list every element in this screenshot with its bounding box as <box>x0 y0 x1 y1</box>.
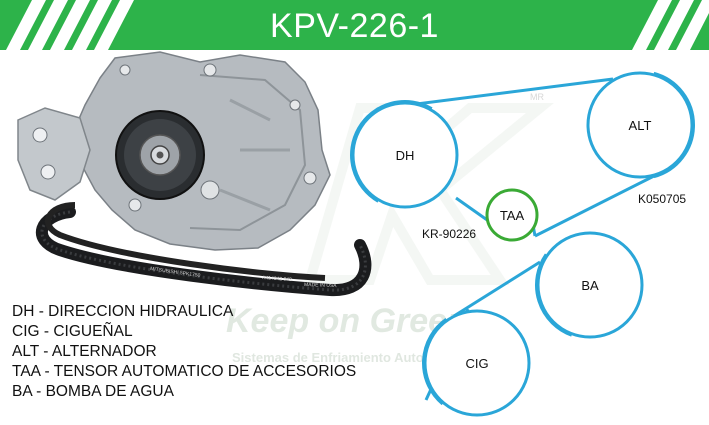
header-stripes-left <box>6 0 134 50</box>
header-background <box>0 0 709 50</box>
pulley-cig <box>423 309 531 417</box>
legend-item-ba: BA - BOMBA DE AGUA <box>12 383 174 400</box>
legend-item-cig: CIG - CIGUEÑAL <box>12 323 133 340</box>
header-stripes-right <box>632 0 709 50</box>
belt-made-text: MADE IN USA <box>304 282 337 289</box>
belt-code-text: A414042 042 <box>262 275 292 283</box>
tensioner-part-number: KR-90226 <box>422 227 476 241</box>
pulley-group: DH ALT TAA BA CIG <box>351 71 694 417</box>
legend-item-alt: ALT - ALTERNADOR <box>12 343 157 360</box>
pulley-ba <box>536 231 644 339</box>
watermark-mark: MR <box>530 92 544 102</box>
pulley-dh <box>351 101 459 209</box>
tensioner-product-photo <box>17 51 331 251</box>
watermark-brand: Keep on Green <box>226 302 468 340</box>
pulley-label-cig: CIG <box>465 356 488 371</box>
legend-item-taa: TAA - TENSOR AUTOMATICO DE ACCESORIOS <box>12 363 357 380</box>
belt-segment-5 <box>455 196 491 224</box>
pulley-label-alt: ALT <box>629 118 652 133</box>
belt-segment-2 <box>534 171 661 238</box>
pulley-taa <box>485 188 539 242</box>
header-banner: KPV-226-1 <box>0 0 709 50</box>
pulley-label-ba: BA <box>581 278 599 293</box>
legend: DH - DIRECCION HIDRAULICA CIG - CIGUEÑAL… <box>12 302 356 402</box>
watermark-tagline: Sistemas de Enfriamiento Automotriz <box>232 350 463 365</box>
pulley-alt <box>586 71 694 179</box>
pulley-label-dh: DH <box>396 148 415 163</box>
belt-product-photo: MITSUBISHI 5PK1750 A414042 042 MADE IN U… <box>35 202 372 297</box>
pulley-label-taa: TAA <box>500 208 525 223</box>
belt-part-number: K050705 <box>638 192 686 206</box>
page-title: KPV-226-1 <box>270 7 439 45</box>
legend-item-dh: DH - DIRECCION HIDRAULICA <box>12 303 234 320</box>
belt-segment-3 <box>453 260 541 318</box>
